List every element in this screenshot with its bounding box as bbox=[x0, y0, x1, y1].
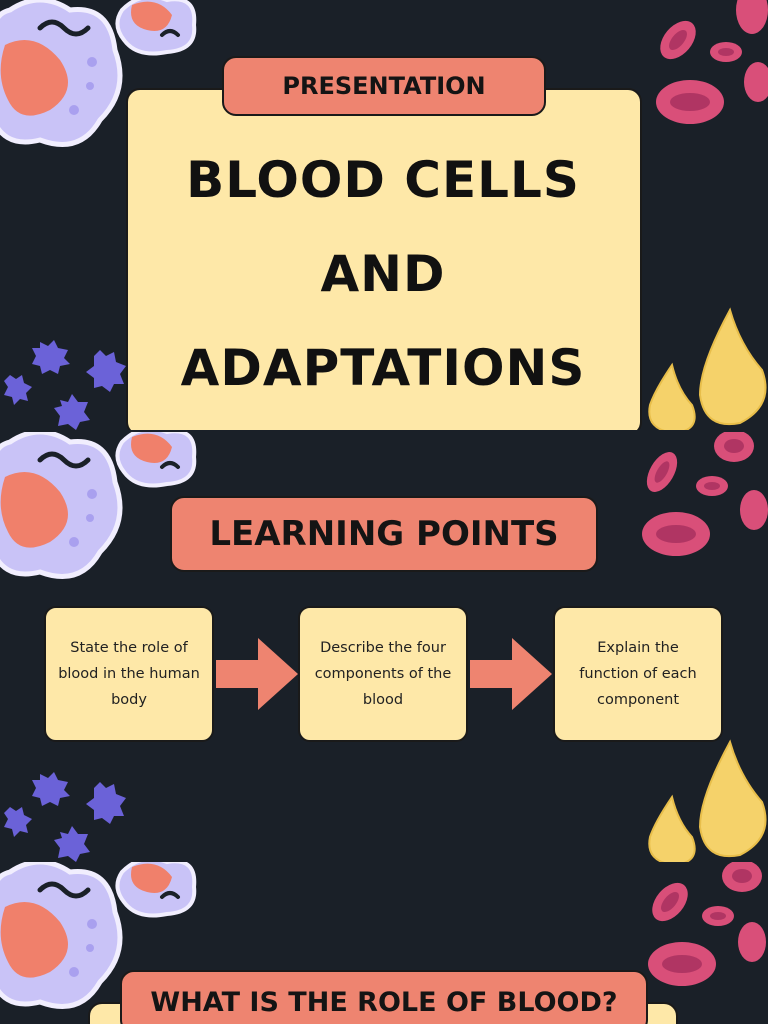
learning-points-heading: LEARNING POINTS bbox=[170, 496, 598, 572]
red-blood-cell-icon bbox=[648, 862, 766, 986]
white-blood-cell-icon bbox=[115, 0, 197, 56]
learning-step-card: Explain the function of each component bbox=[553, 606, 723, 742]
title-line: BLOOD CELLS bbox=[186, 151, 580, 209]
white-blood-cell-icon bbox=[0, 862, 123, 1009]
slide-learning-points: LEARNING POINTS State the role of blood … bbox=[0, 432, 768, 862]
presentation-title: BLOOD CELLS AND ADAPTATIONS bbox=[126, 133, 640, 415]
red-blood-cell-icon bbox=[642, 432, 768, 556]
plasma-drop-icon bbox=[648, 739, 767, 862]
learning-step-card: Describe the four components of the bloo… bbox=[298, 606, 468, 742]
platelet-icon bbox=[4, 772, 126, 862]
white-blood-cell-icon bbox=[0, 0, 123, 147]
arrow-right-icon bbox=[470, 638, 552, 710]
slide-title: PRESENTATION BLOOD CELLS AND ADAPTATIONS bbox=[0, 0, 768, 430]
white-blood-cell-icon bbox=[115, 862, 197, 918]
title-panel bbox=[126, 88, 642, 430]
slide-role-of-blood: WHAT IS THE ROLE OF BLOOD? bbox=[0, 862, 768, 1024]
white-blood-cell-icon bbox=[115, 432, 197, 488]
title-line: AND bbox=[320, 245, 446, 303]
arrow-right-icon bbox=[216, 638, 298, 710]
plasma-drop-icon bbox=[648, 307, 767, 430]
learning-step-card: State the role of blood in the human bod… bbox=[44, 606, 214, 742]
white-blood-cell-icon bbox=[0, 432, 123, 579]
title-line: ADAPTATIONS bbox=[180, 339, 586, 397]
presentation-tag: PRESENTATION bbox=[222, 56, 546, 116]
role-of-blood-heading: WHAT IS THE ROLE OF BLOOD? bbox=[120, 970, 648, 1024]
red-blood-cell-icon bbox=[656, 0, 768, 124]
platelet-icon bbox=[4, 340, 126, 430]
